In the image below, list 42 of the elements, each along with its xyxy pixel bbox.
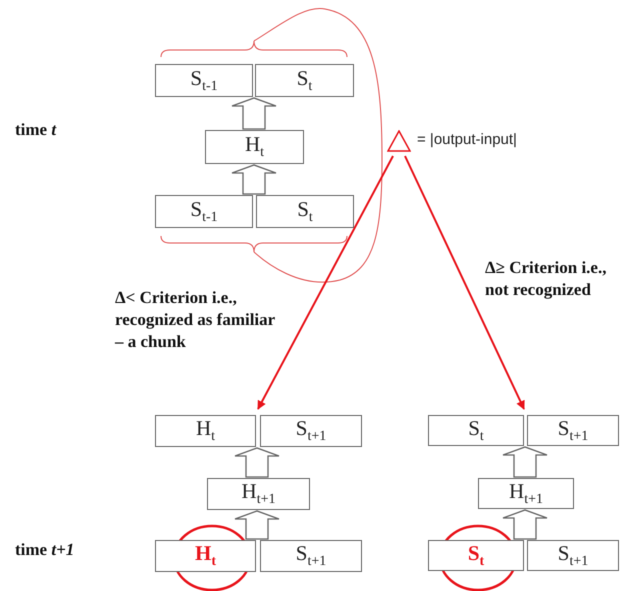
unit-label: S$_{t+1}$	[296, 416, 326, 446]
unit-label: S$_{t}$	[468, 416, 484, 446]
layer-unit-box	[205, 130, 304, 164]
unit-label: S$_{t+1}$	[558, 540, 588, 570]
unit-label: H$_{t+1}$	[242, 479, 276, 509]
block-arrow	[234, 510, 280, 540]
layer-unit-box	[260, 540, 362, 572]
unit-label: H$_{t}$	[194, 541, 216, 571]
unit-label: H$_{t}$	[196, 416, 216, 446]
block-arrow	[234, 447, 280, 478]
layer-unit-box	[527, 540, 619, 571]
layer-unit-box	[207, 478, 310, 510]
unit-label: S$_{t}$	[468, 540, 484, 570]
unit-label: S$_{t-1}$	[190, 66, 218, 96]
block-arrow	[231, 164, 277, 195]
layer-unit-box	[155, 540, 256, 572]
arrow	[257, 156, 394, 410]
block-arrow	[502, 446, 548, 478]
unit-label: S$_{t-1}$	[190, 196, 218, 226]
layer-unit-box	[428, 540, 524, 571]
layer-unit-box	[478, 478, 574, 509]
unit-label: H$_{t}$	[244, 132, 264, 162]
block-arrow	[502, 509, 548, 540]
layer-unit-box	[155, 195, 253, 228]
time-label: time t+1	[15, 540, 74, 560]
arrow	[404, 156, 525, 410]
delta-triangle	[387, 130, 411, 152]
time-label: time t	[15, 120, 56, 140]
layer-unit-box	[527, 415, 619, 446]
unit-label: S$_{t}$	[297, 196, 313, 226]
formula-text: = |output-input|	[417, 131, 517, 148]
layer-unit-box	[255, 64, 354, 97]
unit-label: S$_{t}$	[296, 66, 312, 96]
layer-unit-box	[256, 195, 354, 228]
layer-unit-box	[155, 415, 256, 447]
unit-label: S$_{t+1}$	[558, 416, 588, 446]
layer-unit-box	[428, 415, 524, 446]
layer-unit-box	[155, 64, 253, 97]
unit-label: S$_{t+1}$	[296, 541, 326, 571]
layer-unit-box	[260, 415, 362, 447]
block-arrow	[231, 97, 277, 130]
unit-label: H$_{t+1}$	[509, 478, 543, 508]
